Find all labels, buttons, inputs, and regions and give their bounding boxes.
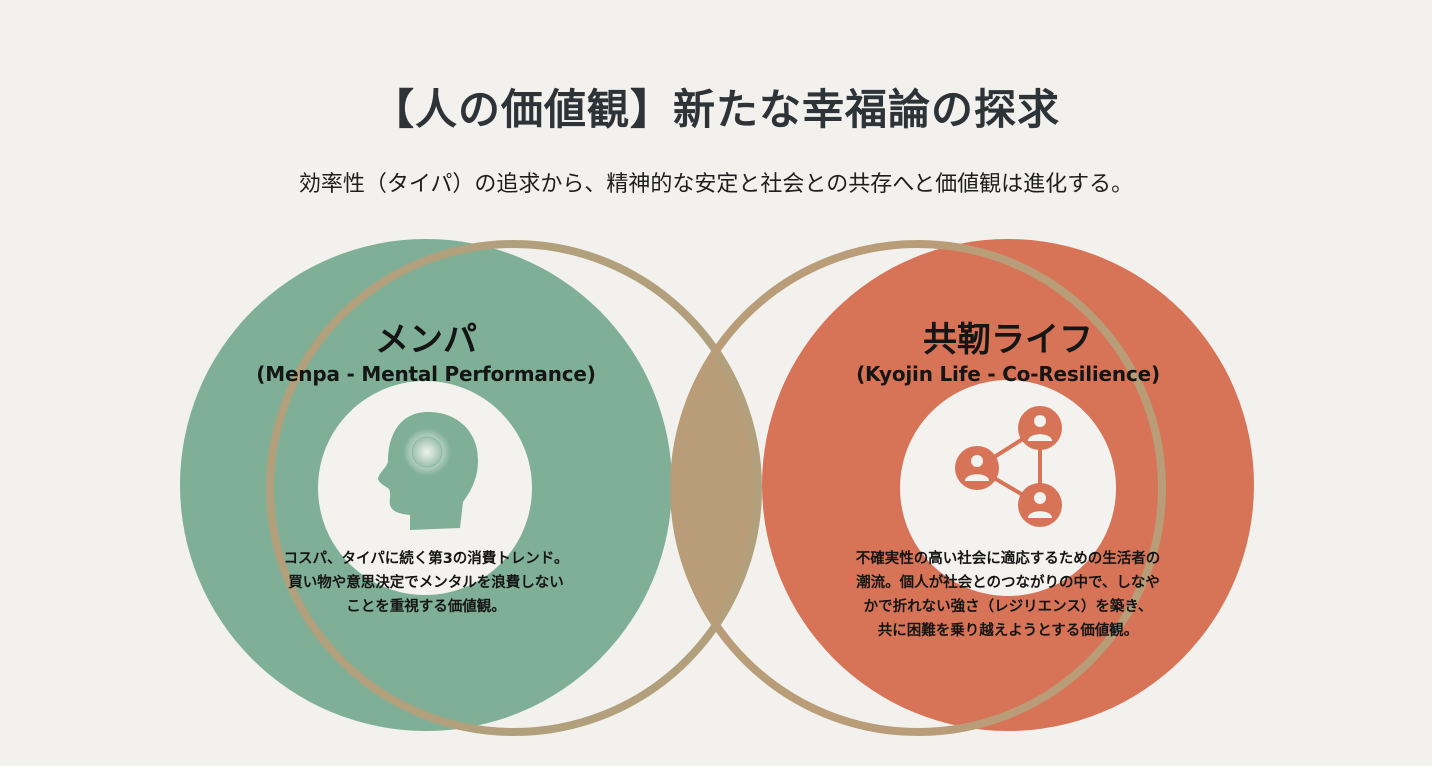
menpa-title-jp: メンパ	[375, 320, 477, 360]
kyojin-desc-line: 潮流。個人が社会とのつながりの中で、しなや	[856, 575, 1160, 591]
kyojin-desc-line: 共に困難を乗り越えようとする価値観。	[877, 623, 1139, 639]
head-mind-icon	[378, 412, 478, 530]
right-tan-ring	[670, 240, 1166, 736]
page-title: 【人の価値観】新たな幸福論の探求	[371, 85, 1060, 134]
kyojin-desc-line: かで折れない強さ（レジリエンス）を築き、	[863, 599, 1153, 615]
kyojin-title-en: (Kyojin Life - Co-Resilience)	[856, 362, 1160, 386]
menpa-description: コスパ、タイパに続く第3の消費トレンド。 買い物や意思決定でメンタルを浪費しない…	[226, 547, 626, 619]
menpa-desc-line: ことを重視する価値観。	[346, 599, 506, 615]
menpa-heading: メンパ (Menpa - Mental Performance)	[226, 320, 626, 388]
kyojin-heading: 共靭ライフ (Kyojin Life - Co-Resilience)	[808, 320, 1208, 388]
menpa-desc-line: 買い物や意思決定でメンタルを浪費しない	[288, 575, 564, 591]
kyojin-title-jp: 共靭ライフ	[923, 320, 1093, 360]
left-tan-ring	[266, 240, 762, 736]
kyojin-desc-line: 不確実性の高い社会に適応するための生活者の	[855, 551, 1161, 567]
kyojin-description: 不確実性の高い社会に適応するための生活者の 潮流。個人が社会とのつながりの中で、…	[788, 547, 1228, 643]
page-subtitle: 効率性（タイパ）の追求から、精神的な安定と社会との共存へと価値観は進化する。	[298, 172, 1134, 197]
people-network-icon	[955, 406, 1062, 527]
menpa-desc-line: コスパ、タイパに続く第3の消費トレンド。	[283, 551, 569, 567]
menpa-title-en: (Menpa - Mental Performance)	[256, 362, 596, 386]
